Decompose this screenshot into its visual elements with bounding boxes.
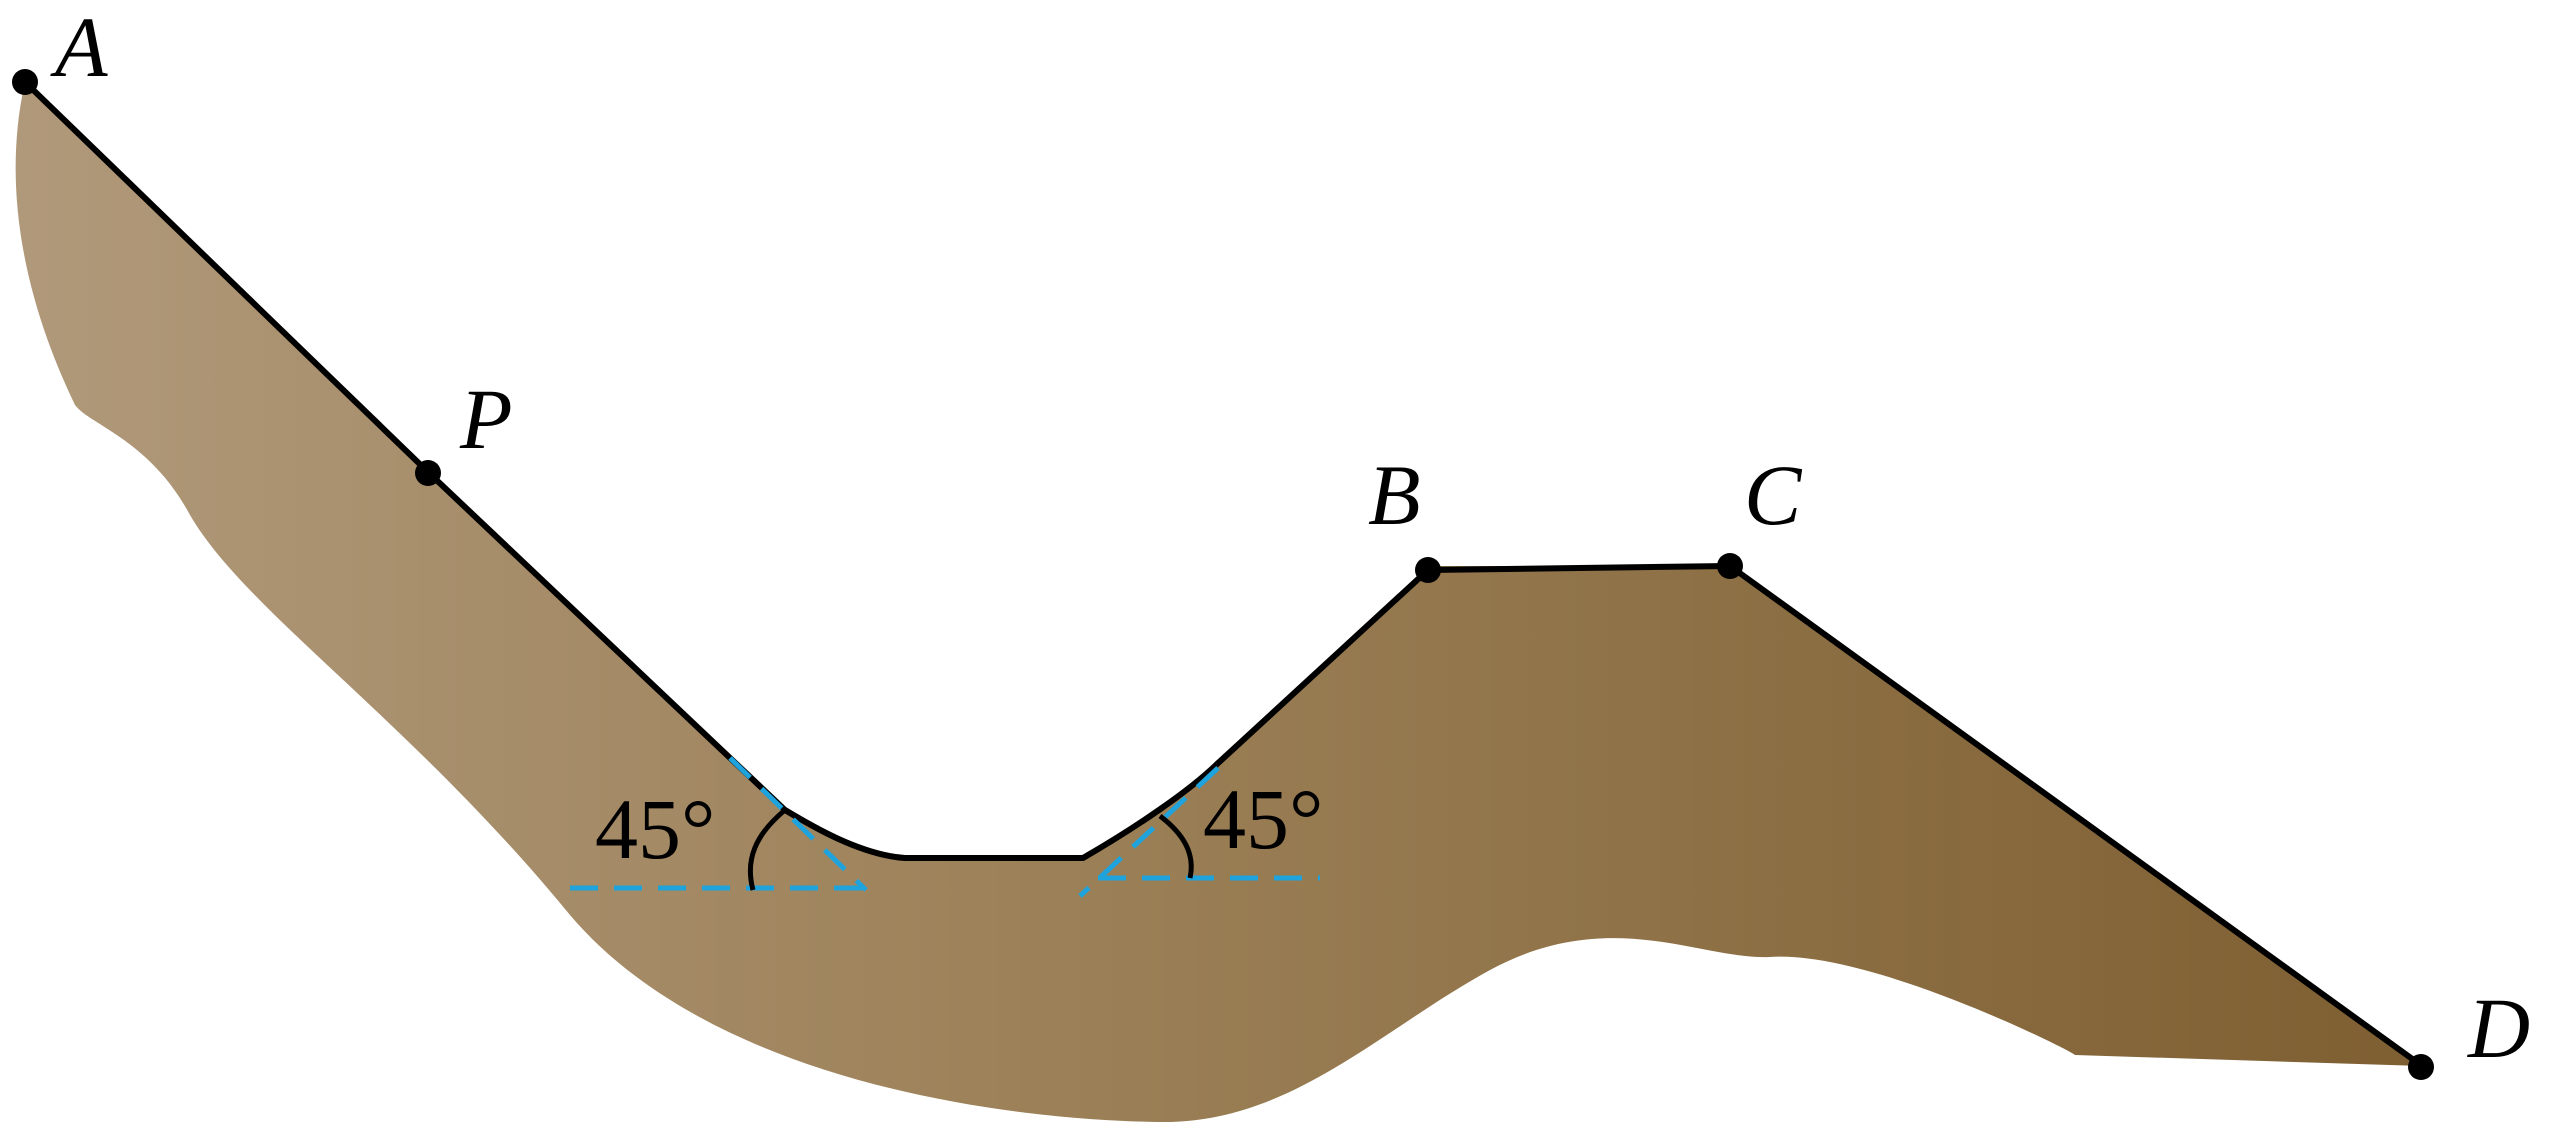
ground-shape [15,82,2423,1123]
left-incline-guide [728,756,868,892]
right-incline-guide [1078,766,1220,898]
point-p-label: P [459,371,513,467]
left-angle-label: 45° [595,781,715,877]
point-a-label: A [50,0,108,95]
point-p-dot [415,460,441,486]
point-b-label: B [1368,447,1421,543]
point-a-dot [12,69,38,95]
point-c-label: C [1744,447,1803,543]
point-c-dot [1717,553,1743,579]
track-path [22,79,2425,1069]
point-d-label: D [2467,980,2530,1076]
left-angle-arc [747,808,787,891]
point-b-dot [1415,557,1441,583]
right-angle-label: 45° [1203,771,1323,867]
right-angle-arc [1158,814,1194,879]
point-d-dot [2408,1054,2434,1080]
